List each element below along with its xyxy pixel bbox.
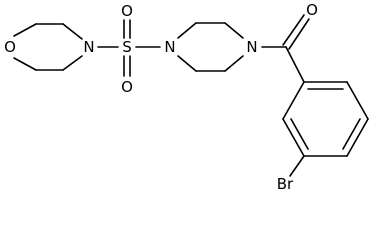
bond	[177, 55, 197, 72]
bond	[62, 23, 83, 40]
atom-label-o-sulfonyl-top: O	[121, 2, 133, 20]
bond	[342, 118, 361, 150]
morpholine-ring	[13, 23, 83, 71]
bond	[289, 155, 305, 177]
bond	[282, 81, 305, 120]
bond	[282, 14, 305, 46]
atom-label-s-sulfonyl: S	[122, 38, 132, 56]
atom-label-n-piperazine-left: N	[164, 38, 175, 56]
bond	[282, 118, 305, 157]
carbonyl-bond	[282, 14, 310, 50]
bond	[177, 22, 197, 39]
bond	[13, 57, 37, 71]
bond	[62, 55, 83, 71]
bond	[346, 118, 369, 157]
bond	[346, 81, 369, 120]
atom-label-n-piperazine-right: N	[246, 38, 257, 56]
bond	[285, 46, 305, 83]
atom-label-o-carbonyl: O	[306, 1, 318, 19]
bond	[224, 55, 244, 72]
piperazine-ring	[177, 22, 244, 72]
atom-label-n-morpholine: N	[83, 38, 94, 56]
atom-label-o-morpholine: O	[4, 38, 16, 56]
molecule-structure: O N S O O N N O Br	[4, 1, 369, 193]
bond	[288, 18, 310, 50]
bond	[13, 23, 37, 37]
atom-label-o-sulfonyl-bottom: O	[121, 78, 133, 96]
bond	[290, 118, 309, 150]
bond	[224, 22, 244, 39]
atom-label-br: Br	[277, 175, 294, 193]
benzene-ring	[282, 81, 369, 157]
sulfonyl-bonds	[123, 19, 131, 77]
